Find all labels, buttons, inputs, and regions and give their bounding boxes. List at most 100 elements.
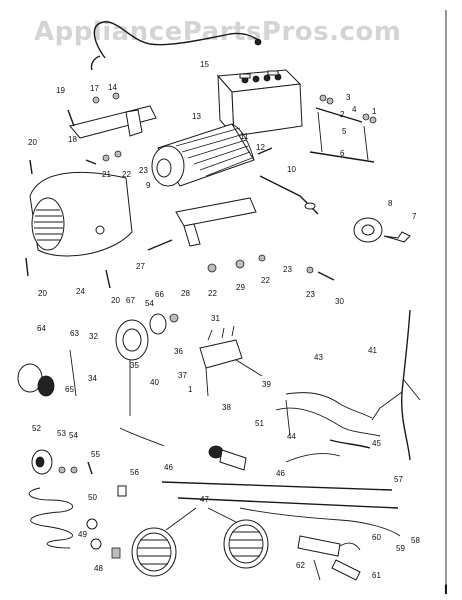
rear-bracket-leg: [183, 223, 201, 247]
watermark-text: AppliancePartsPros.com: [34, 17, 401, 47]
callout-54: 54: [145, 299, 154, 308]
callout-14: 14: [108, 83, 117, 92]
callout-61: 61: [372, 571, 381, 580]
bulb-49: [90, 538, 102, 550]
wire-44: [285, 399, 291, 437]
callout-17: 17: [90, 84, 99, 93]
callout-15: 15: [200, 60, 209, 69]
callout-20: 20: [111, 296, 120, 305]
callout-27: 27: [136, 262, 145, 271]
callout-28: 28: [181, 289, 190, 298]
callout-4: 4: [352, 105, 357, 114]
starter-solenoid: [297, 535, 361, 581]
callout-5: 5: [342, 127, 347, 136]
callout-37: 37: [178, 371, 187, 380]
tail-light: [31, 449, 127, 497]
callout-65: 65: [65, 385, 74, 394]
alternator: [115, 313, 179, 416]
coiled-wire: [28, 487, 73, 549]
callout-63: 63: [70, 329, 79, 338]
callout-6: 6: [340, 149, 345, 158]
callout-46: 46: [164, 463, 173, 472]
callout-39: 39: [262, 380, 271, 389]
headlight-small: [17, 349, 77, 397]
battery-cable: [93, 21, 259, 59]
callout-19: 19: [56, 86, 65, 95]
page-mark: I: [444, 581, 448, 597]
starter-generator: [151, 123, 255, 187]
callout-44: 44: [287, 432, 296, 441]
headlight-pair: [131, 507, 269, 577]
callout-22: 22: [208, 289, 217, 298]
callout-34: 34: [88, 374, 97, 383]
callout-38: 38: [222, 403, 231, 412]
cable-end: [90, 55, 101, 71]
callout-20: 20: [38, 289, 47, 298]
cable-58: [239, 507, 401, 537]
callout-40: 40: [150, 378, 159, 387]
callout-59: 59: [396, 544, 405, 553]
callout-7: 7: [412, 212, 417, 221]
callout-41: 41: [368, 346, 377, 355]
callout-43: 43: [314, 353, 323, 362]
light-socket: [208, 445, 247, 471]
cable-terminal: [254, 38, 262, 46]
voltage-regulator: [199, 325, 263, 397]
cable-57b: [177, 497, 399, 509]
wire-46a: [119, 427, 165, 447]
callout-67: 67: [126, 296, 135, 305]
battery: [216, 69, 303, 138]
callout-3: 3: [346, 93, 351, 102]
callout-1: 1: [372, 107, 377, 116]
callout-13: 13: [192, 112, 201, 121]
callout-9: 9: [146, 181, 151, 190]
callout-64: 64: [37, 324, 46, 333]
callout-36: 36: [174, 347, 183, 356]
callout-20: 20: [28, 138, 37, 147]
callout-51: 51: [255, 419, 264, 428]
callout-1: 1: [188, 385, 193, 394]
callout-23: 23: [306, 290, 315, 299]
callout-46: 46: [276, 469, 285, 478]
rear-bracket: [175, 197, 257, 227]
callout-24: 24: [76, 287, 85, 296]
ignition-switch: [353, 217, 411, 243]
callout-32: 32: [89, 332, 98, 341]
callout-23: 23: [283, 265, 292, 274]
callout-49: 49: [78, 530, 87, 539]
callout-23: 23: [139, 166, 148, 175]
battery-hold-down: [309, 94, 377, 163]
callout-50: 50: [88, 493, 97, 502]
wire-45: [329, 439, 371, 449]
wiring-harness: [275, 309, 421, 461]
callout-54: 54: [69, 431, 78, 440]
mounting-bracket: [69, 105, 157, 139]
bracket-tab: [125, 109, 143, 137]
callout-8: 8: [388, 199, 393, 208]
callout-53: 53: [57, 429, 66, 438]
callout-58: 58: [411, 536, 420, 545]
callout-11: 11: [240, 132, 249, 141]
callout-29: 29: [236, 283, 245, 292]
callout-12: 12: [256, 143, 265, 152]
callout-10: 10: [287, 165, 296, 174]
callout-47: 47: [200, 495, 209, 504]
callout-21: 21: [102, 170, 111, 179]
callout-2: 2: [340, 110, 345, 119]
cable-57a: [161, 481, 393, 491]
callout-62: 62: [296, 561, 305, 570]
callout-66: 66: [155, 290, 164, 299]
callout-57: 57: [394, 475, 403, 484]
callout-45: 45: [372, 439, 381, 448]
callout-18: 18: [68, 135, 77, 144]
callout-31: 31: [211, 314, 220, 323]
bulb-50: [86, 518, 98, 530]
callout-52: 52: [32, 424, 41, 433]
callout-48: 48: [94, 564, 103, 573]
callout-35: 35: [130, 361, 139, 370]
wire-46b: [285, 453, 341, 463]
callout-60: 60: [372, 533, 381, 542]
belt-guard: [29, 171, 133, 257]
callout-56: 56: [130, 468, 139, 477]
